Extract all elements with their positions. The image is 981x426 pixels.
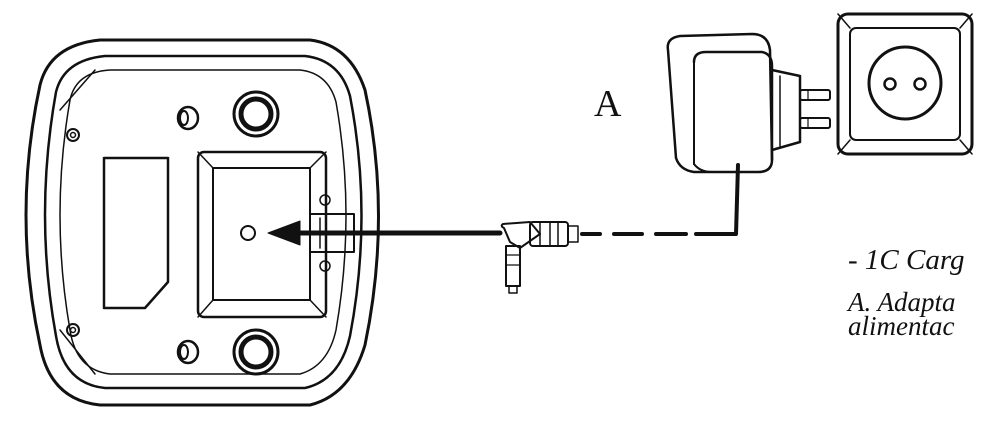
adapter-marker-label: A	[594, 83, 622, 125]
cable-connector-icon	[500, 221, 579, 294]
wall-outlet-icon	[836, 12, 974, 156]
caption-line-1: - 1C Carg	[848, 244, 965, 276]
power-adapter-icon	[666, 32, 831, 174]
arrow-icon	[267, 220, 503, 246]
caption-line-2: A. Adapta	[848, 287, 956, 317]
charging-base-icon	[24, 38, 380, 407]
cable-icon	[580, 163, 740, 236]
caption-line-3: alimentac	[848, 311, 955, 341]
